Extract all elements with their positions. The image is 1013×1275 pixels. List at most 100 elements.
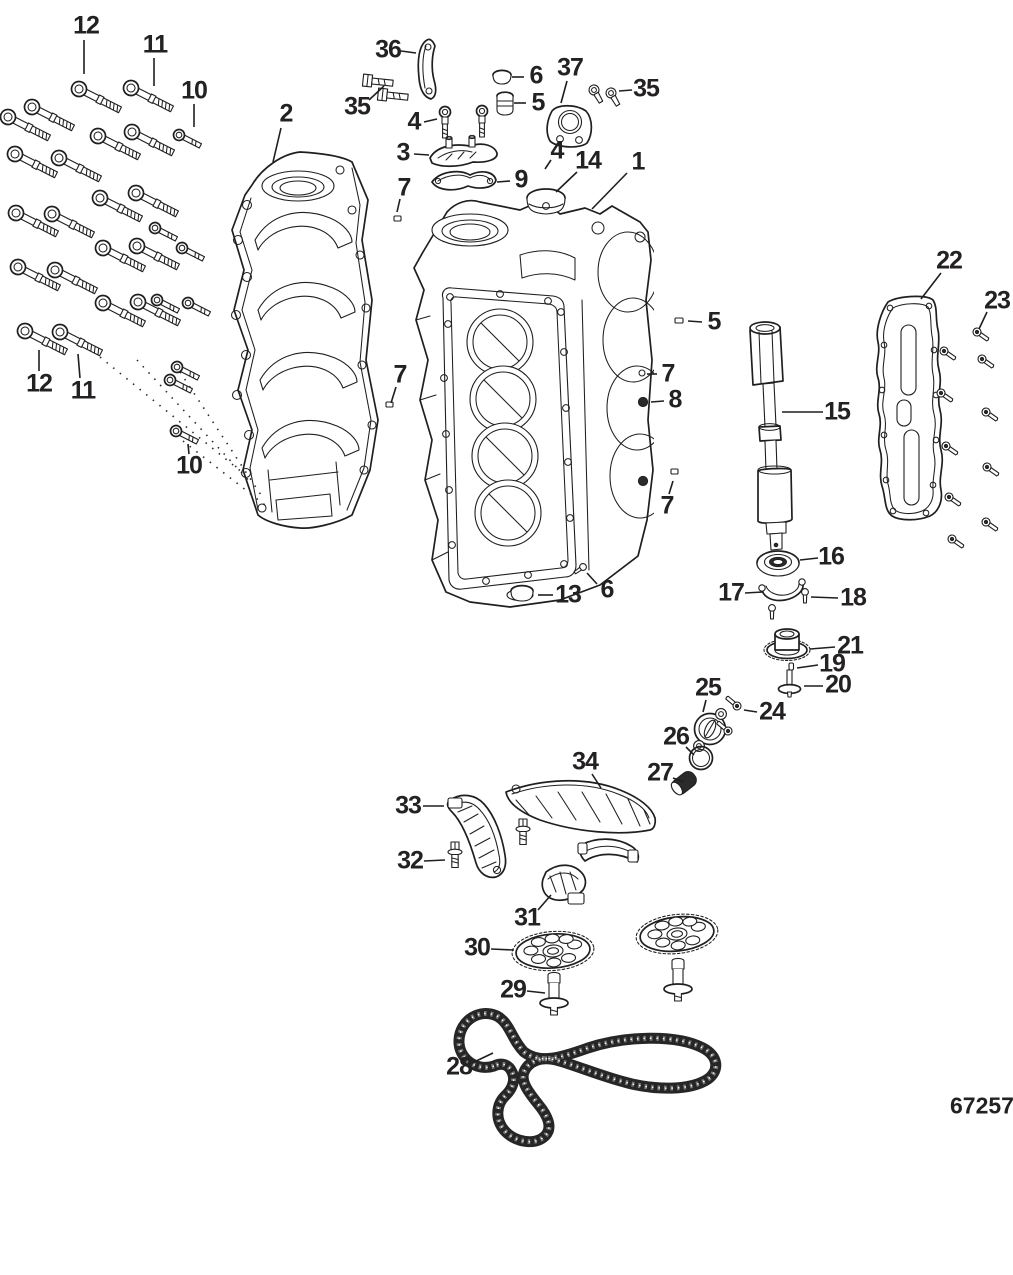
callout-20-33: 20 bbox=[825, 670, 852, 699]
leader-line-18 bbox=[810, 596, 839, 599]
leader-line-1 bbox=[591, 172, 628, 210]
callout-33-41: 33 bbox=[395, 791, 422, 820]
part-27-roller bbox=[670, 771, 697, 796]
leader-line-9 bbox=[496, 180, 511, 183]
leader-line-29 bbox=[526, 990, 546, 994]
callout-10-19: 10 bbox=[176, 451, 203, 480]
part-26-o-ring bbox=[688, 745, 714, 771]
part-32-bolt bbox=[447, 841, 463, 869]
leader-line-34 bbox=[591, 773, 602, 789]
part-34-chain-guide-long bbox=[505, 779, 657, 834]
callout-2-3: 2 bbox=[279, 99, 294, 128]
part-10-short-bolts bbox=[146, 126, 213, 448]
part-35-clamp-screws-right bbox=[588, 84, 621, 107]
callout-25-34: 25 bbox=[695, 673, 722, 702]
leader-line-28 bbox=[471, 1052, 494, 1064]
callout-37-12: 37 bbox=[557, 53, 584, 82]
callout-leader-lines bbox=[38, 40, 988, 1064]
callout-24-35: 24 bbox=[759, 697, 786, 726]
leader-line-31 bbox=[537, 894, 552, 911]
callout-14-15: 14 bbox=[575, 146, 602, 175]
part-34-chain-guide-rail bbox=[577, 838, 640, 863]
part-21-sprocket-small bbox=[763, 628, 811, 662]
callout-28-46: 28 bbox=[446, 1052, 473, 1081]
callout-11-1: 11 bbox=[142, 30, 168, 59]
leader-line-16 bbox=[799, 557, 819, 561]
part-23-cover-screws bbox=[934, 325, 1002, 551]
callout-19-32: 19 bbox=[819, 649, 846, 678]
callout-16-28: 16 bbox=[818, 542, 845, 571]
callout-1-16: 1 bbox=[631, 147, 646, 176]
callout-29-45: 29 bbox=[500, 975, 527, 1004]
part-9-gasket-strip bbox=[431, 170, 497, 191]
part-35-flange-bolts-left bbox=[361, 73, 409, 102]
part-5-plug-top bbox=[496, 91, 514, 116]
leader-line-14 bbox=[555, 171, 578, 193]
callout-13-26: 13 bbox=[555, 580, 582, 609]
callout-9-8: 9 bbox=[514, 165, 529, 194]
callout-7-22: 7 bbox=[661, 359, 676, 388]
callout-23-39: 23 bbox=[984, 286, 1011, 315]
callout-21-31: 21 bbox=[837, 631, 864, 660]
leader-line-27 bbox=[672, 777, 685, 783]
leader-line-7 bbox=[668, 480, 674, 495]
leader-line-25 bbox=[702, 699, 707, 713]
callout-31-43: 31 bbox=[514, 903, 541, 932]
leader-line-3 bbox=[413, 153, 430, 156]
part-6-screw-bottom bbox=[573, 563, 587, 575]
leader-line-8 bbox=[650, 400, 665, 403]
callout-7-24: 7 bbox=[660, 491, 675, 520]
part-15-balance-shaft bbox=[749, 321, 793, 551]
leader-line-2 bbox=[272, 127, 282, 163]
callout-3-7: 3 bbox=[396, 138, 411, 167]
part-36-guide-strap bbox=[417, 38, 437, 100]
callout-22-38: 22 bbox=[936, 246, 963, 275]
callout-8-23: 8 bbox=[668, 385, 683, 414]
callout-11-18: 11 bbox=[70, 376, 96, 405]
leader-line-26 bbox=[685, 746, 695, 756]
callout-7-20: 7 bbox=[393, 360, 408, 389]
part-37-mount-plate bbox=[546, 104, 593, 148]
leader-line-24 bbox=[743, 709, 758, 713]
callout-34-40: 34 bbox=[572, 747, 599, 776]
leader-line-22 bbox=[920, 272, 942, 300]
callout-4-14: 4 bbox=[550, 136, 565, 165]
callout-12-17: 12 bbox=[26, 369, 53, 398]
part-6-cap-top bbox=[492, 69, 512, 85]
part-33-tensioner-arm bbox=[446, 794, 507, 879]
leader-line-37 bbox=[560, 80, 568, 104]
part-31-chain-shoe bbox=[541, 864, 587, 905]
callout-17-29: 17 bbox=[718, 578, 745, 607]
leader-line-21 bbox=[809, 646, 836, 650]
callout-18-30: 18 bbox=[840, 583, 867, 612]
part-7-dowel-pins bbox=[385, 215, 684, 475]
callout-5-11: 5 bbox=[531, 88, 546, 117]
part-8-plugs bbox=[637, 396, 649, 487]
part-22-cover-gasket bbox=[875, 295, 944, 521]
callout-35-13: 35 bbox=[633, 74, 660, 103]
callout-32-42: 32 bbox=[397, 846, 424, 875]
part-14-filler-cap bbox=[526, 188, 566, 215]
leader-line-7 bbox=[390, 386, 397, 404]
leader-line-17 bbox=[744, 591, 764, 594]
leader-line-32 bbox=[423, 859, 446, 862]
drawing-number: 67257 bbox=[950, 1092, 1013, 1119]
leader-line-35 bbox=[618, 89, 633, 92]
leader-line-4 bbox=[544, 159, 552, 170]
leader-line-10 bbox=[187, 443, 190, 455]
callout-6-10: 6 bbox=[529, 61, 544, 90]
callout-15-27: 15 bbox=[824, 397, 851, 426]
part-13-cap bbox=[510, 584, 534, 602]
part-25-housing bbox=[693, 708, 727, 752]
part-19-pin bbox=[788, 662, 795, 671]
leader-line-7 bbox=[396, 198, 401, 213]
callout-36-4: 36 bbox=[375, 35, 402, 64]
leader-line-35 bbox=[368, 85, 385, 101]
part-32-bolt-right bbox=[515, 818, 531, 846]
part-18-screws bbox=[768, 588, 809, 620]
part-4-bolts-left bbox=[438, 104, 489, 139]
part-20-pin bbox=[777, 669, 802, 698]
alignment-dotted-lines bbox=[99, 356, 271, 510]
